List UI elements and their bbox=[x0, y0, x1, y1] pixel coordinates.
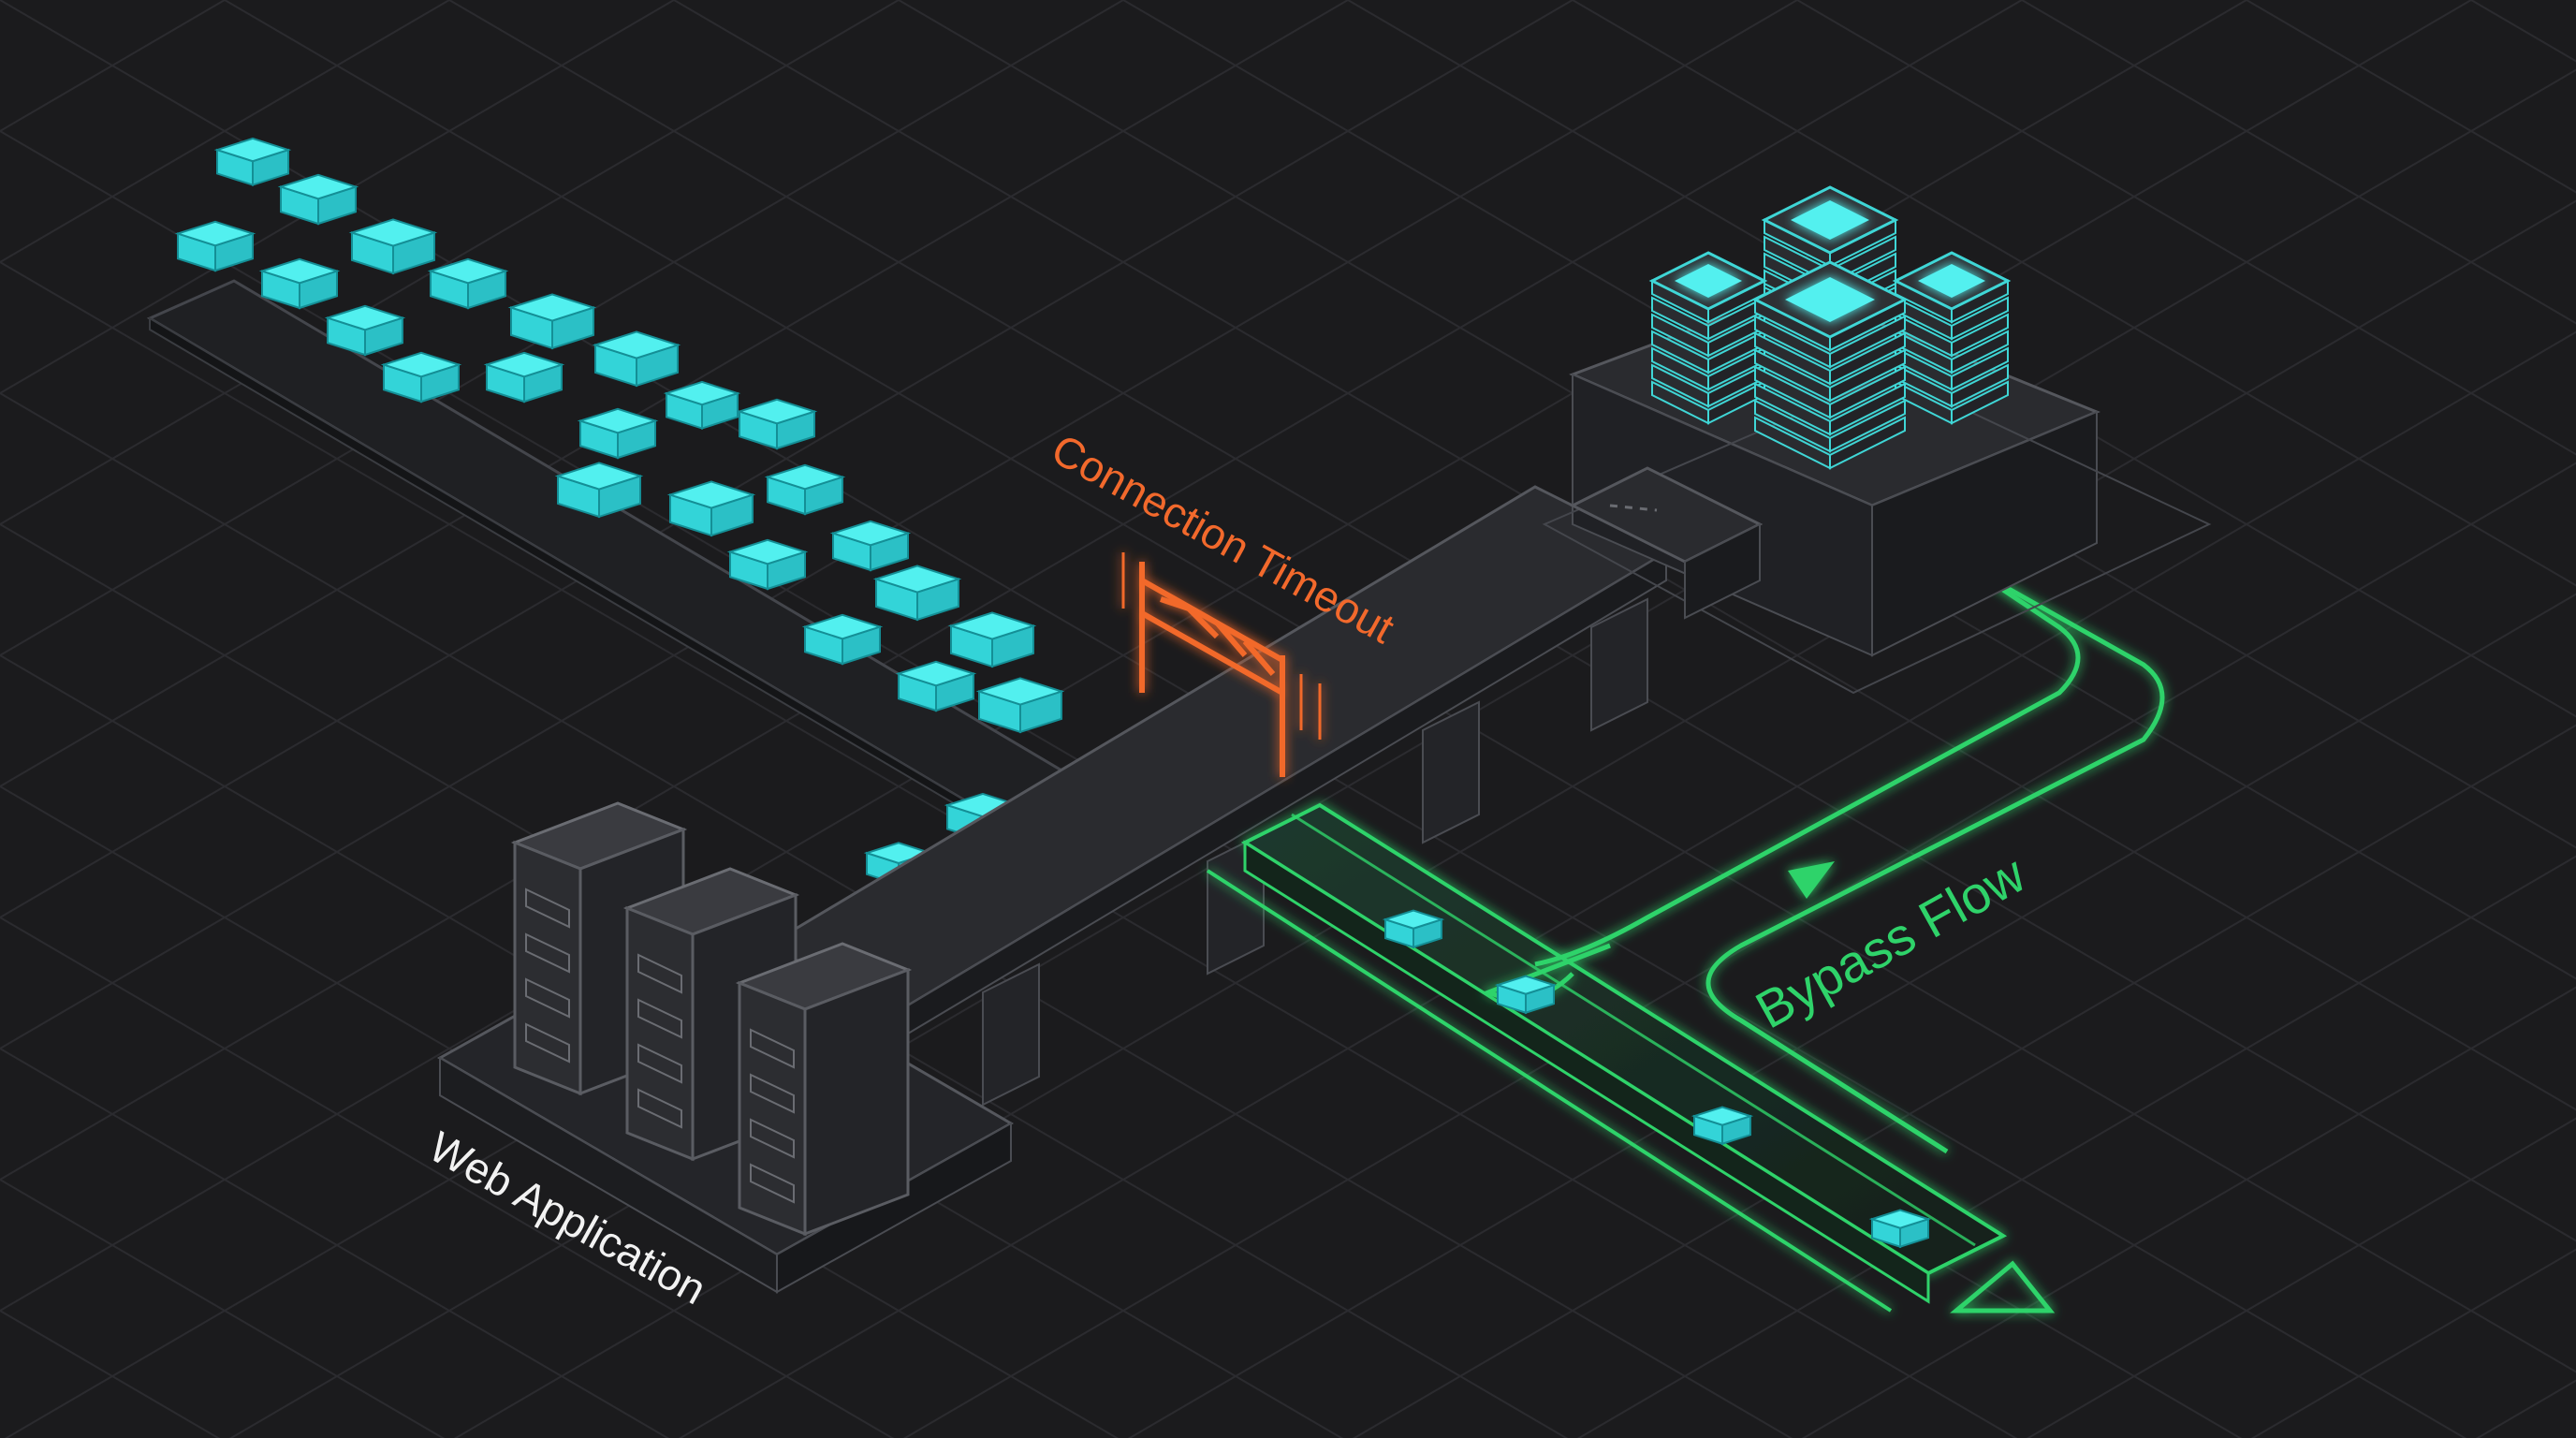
queued-request-cube bbox=[764, 463, 846, 516]
server-rack-icon bbox=[735, 942, 913, 1237]
queued-request-cube bbox=[483, 351, 565, 404]
database-stack-icon bbox=[1892, 251, 2012, 425]
bypass-request-cube bbox=[1382, 909, 1445, 949]
barrier-gate-icon bbox=[1121, 552, 1322, 777]
database-stack-icon bbox=[1751, 260, 1909, 470]
queued-request-cube bbox=[736, 398, 818, 450]
queued-request-cube bbox=[507, 293, 597, 350]
queued-request-cube bbox=[213, 137, 292, 186]
queued-request-cube bbox=[947, 611, 1037, 668]
queued-request-cube bbox=[380, 351, 462, 404]
queued-request-cube bbox=[975, 677, 1065, 734]
bypass-request-cube bbox=[1690, 1106, 1754, 1146]
queued-request-cube bbox=[872, 565, 962, 622]
server-rack-group bbox=[510, 801, 913, 1237]
bypass-request-cube bbox=[1868, 1209, 1932, 1249]
queued-request-cube bbox=[663, 380, 741, 430]
database-cluster bbox=[1648, 185, 2012, 470]
queued-request-cube bbox=[577, 407, 659, 460]
queued-request-cube bbox=[174, 220, 256, 272]
queued-request-cube bbox=[726, 538, 809, 591]
queued-request-cube bbox=[324, 304, 406, 357]
queued-request-cube bbox=[258, 257, 341, 310]
data-center-connector bbox=[1569, 466, 1764, 620]
queued-request-cube bbox=[592, 330, 681, 388]
request-queue-platform bbox=[146, 279, 1108, 844]
bypass-request-cubes bbox=[1382, 909, 1932, 1249]
queued-request-cube bbox=[277, 173, 359, 226]
arrow-icon bbox=[1788, 861, 1835, 899]
queued-request-cube bbox=[895, 660, 977, 712]
queued-request-cube bbox=[554, 462, 644, 519]
queued-request-cube bbox=[829, 520, 912, 572]
arrow-icon bbox=[1950, 1260, 2056, 1313]
queued-request-cube bbox=[348, 218, 438, 275]
queued-request-cube bbox=[801, 613, 884, 666]
bypass-request-cube bbox=[1494, 975, 1558, 1015]
queued-request-cube bbox=[427, 257, 509, 310]
queued-request-cube bbox=[666, 480, 756, 537]
